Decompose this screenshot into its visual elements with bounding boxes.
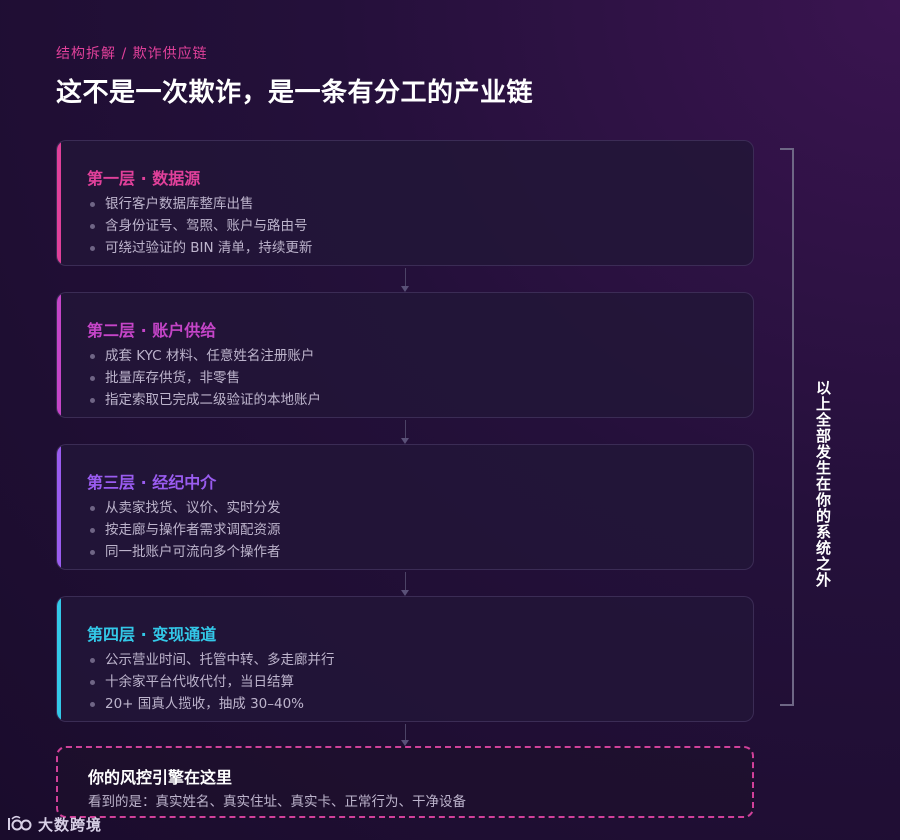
list-item: 公示营业时间、托管中转、多走廊并行 (87, 649, 335, 671)
section-eyebrow: 结构拆解 / 欺诈供应链 (56, 46, 208, 62)
list-item: 银行客户数据库整库出售 (87, 193, 312, 215)
layer-title: 第四层 · 变现通道 (87, 625, 217, 644)
layer-accent-bar (57, 445, 61, 569)
scope-bracket (780, 148, 794, 706)
layer-bullet-list: 成套 KYC 材料、任意姓名注册账户 批量库存供货，非零售 指定索取已完成二级验… (87, 345, 321, 411)
layer-bullet-list: 从卖家找货、议价、实时分发 按走廊与操作者需求调配资源 同一批账户可流向多个操作… (87, 497, 281, 563)
arrow-head-icon (401, 740, 409, 746)
logo-mark-icon (6, 815, 32, 833)
brand-logo: 大数跨境 (6, 812, 102, 836)
layer-accent-bar (57, 293, 61, 417)
logo-text: 大数跨境 (38, 815, 103, 834)
engine-title: 你的风控引擎在这里 (88, 768, 233, 787)
list-item: 可绕过验证的 BIN 清单，持续更新 (87, 237, 312, 259)
arrow-head-icon (401, 286, 409, 292)
layer-title: 第三层 · 经纪中介 (87, 473, 217, 492)
list-item: 同一批账户可流向多个操作者 (87, 541, 281, 563)
layer-card-4: 第四层 · 变现通道 公示营业时间、托管中转、多走廊并行 十余家平台代收代付，当… (56, 596, 754, 722)
risk-engine-box: 你的风控引擎在这里 看到的是：真实姓名、真实住址、真实卡、正常行为、干净设备 (56, 746, 754, 818)
list-item: 按走廊与操作者需求调配资源 (87, 519, 281, 541)
list-item: 20+ 国真人揽收，抽成 30–40% (87, 693, 335, 715)
layer-card-2: 第二层 · 账户供给 成套 KYC 材料、任意姓名注册账户 批量库存供货，非零售… (56, 292, 754, 418)
flow-arrow (401, 572, 409, 596)
layer-title: 第一层 · 数据源 (87, 169, 201, 188)
list-item: 批量库存供货，非零售 (87, 367, 321, 389)
engine-subtitle: 看到的是：真实姓名、真实住址、真实卡、正常行为、干净设备 (88, 794, 466, 810)
list-item: 十余家平台代收代付，当日结算 (87, 671, 335, 693)
flow-arrow (401, 724, 409, 746)
layer-accent-bar (57, 597, 61, 721)
arrow-head-icon (401, 438, 409, 444)
arrow-head-icon (401, 590, 409, 596)
list-item: 从卖家找货、议价、实时分发 (87, 497, 281, 519)
list-item: 成套 KYC 材料、任意姓名注册账户 (87, 345, 321, 367)
layer-bullet-list: 银行客户数据库整库出售 含身份证号、驾照、账户与路由号 可绕过验证的 BIN 清… (87, 193, 312, 259)
list-item: 指定索取已完成二级验证的本地账户 (87, 389, 321, 411)
layer-card-3: 第三层 · 经纪中介 从卖家找货、议价、实时分发 按走廊与操作者需求调配资源 同… (56, 444, 754, 570)
layer-title: 第二层 · 账户供给 (87, 321, 217, 340)
layer-accent-bar (57, 141, 61, 265)
list-item: 含身份证号、驾照、账户与路由号 (87, 215, 312, 237)
flow-arrow (401, 268, 409, 292)
layer-bullet-list: 公示营业时间、托管中转、多走廊并行 十余家平台代收代付，当日结算 20+ 国真人… (87, 649, 335, 715)
page-title: 这不是一次欺诈，是一条有分工的产业链 (56, 78, 534, 108)
flow-arrow (401, 420, 409, 444)
scope-label: 以上全部发生在你的系统之外 (814, 380, 832, 588)
layer-card-1: 第一层 · 数据源 银行客户数据库整库出售 含身份证号、驾照、账户与路由号 可绕… (56, 140, 754, 266)
